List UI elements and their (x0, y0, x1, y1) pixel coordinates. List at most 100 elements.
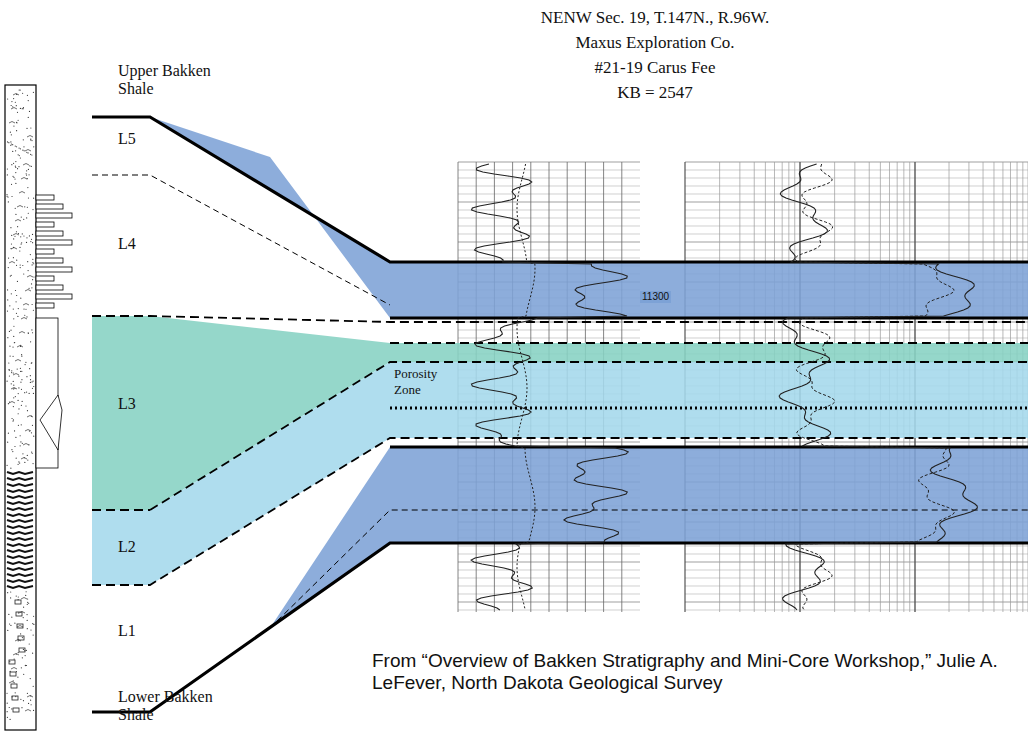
lamination (11, 668, 17, 670)
breccia-clast (13, 708, 19, 712)
stipple (22, 93, 23, 94)
stipple (9, 661, 10, 662)
stipple (21, 379, 22, 380)
stipple (23, 273, 24, 274)
stipple (13, 406, 14, 407)
interbed (36, 267, 72, 272)
stipple (31, 239, 32, 240)
lamination (13, 234, 19, 236)
stipple (26, 376, 27, 377)
stipple (8, 142, 9, 143)
stipple (18, 308, 19, 309)
stipple (18, 640, 19, 641)
stipple (7, 592, 8, 593)
stipple (23, 219, 24, 220)
stipple (25, 364, 26, 365)
lamination (23, 444, 29, 446)
stipple (12, 451, 13, 452)
stipple (10, 356, 11, 357)
stipple (33, 436, 34, 437)
stipple (24, 392, 25, 393)
stipple (11, 134, 12, 135)
stipple (33, 276, 34, 277)
stipple (29, 430, 30, 431)
stipple (23, 607, 24, 608)
stipple (10, 227, 11, 228)
stipple (7, 299, 8, 300)
stipple (13, 372, 14, 373)
stipple (10, 468, 11, 469)
stipple (21, 667, 22, 668)
stipple (21, 242, 22, 243)
stipple (31, 283, 32, 284)
breccia-clast (17, 624, 23, 628)
stipple (27, 187, 28, 188)
grid-line (685, 170, 1028, 171)
stipple (10, 275, 11, 276)
stipple (32, 463, 33, 464)
stipple (18, 376, 19, 377)
stipple (8, 614, 9, 615)
stipple (24, 315, 25, 316)
breccia-clast (9, 660, 15, 664)
stipple (23, 235, 24, 236)
stipple (7, 337, 8, 338)
stipple (20, 148, 21, 149)
stipple (26, 614, 27, 615)
stipple (25, 362, 26, 363)
grid-line (685, 194, 1028, 195)
stipple (6, 194, 7, 195)
log-curves (471, 164, 977, 610)
grid-line (685, 242, 1028, 243)
stipple (25, 655, 26, 656)
stipple (27, 207, 28, 208)
grid-line (685, 162, 1028, 163)
interbed (36, 276, 54, 281)
stipple (13, 385, 14, 386)
stipple (15, 172, 16, 173)
stipple (20, 89, 21, 90)
stipple (33, 146, 34, 147)
stipple (21, 354, 22, 355)
stipple (26, 391, 27, 392)
stipple (16, 130, 17, 131)
stipple (13, 397, 14, 398)
stipple (27, 95, 28, 96)
stipple (19, 462, 20, 463)
dark-lamination (7, 520, 33, 522)
column-outline (5, 85, 36, 730)
grid-line (685, 210, 1028, 211)
stipple (6, 381, 7, 382)
stipple (9, 331, 10, 332)
lamination (17, 346, 23, 348)
stipple (13, 326, 14, 327)
stipple (21, 216, 22, 217)
stipple (19, 89, 20, 90)
grid-line (685, 178, 1028, 179)
label: Maxus Exploration Co. (455, 33, 855, 53)
stipple (15, 396, 16, 397)
stipple (28, 703, 29, 704)
stipple (16, 122, 17, 123)
lamination (25, 290, 31, 292)
interbed (36, 285, 63, 290)
stipple (25, 595, 26, 596)
stipple (31, 140, 32, 141)
grid-line (685, 218, 1028, 219)
stipple (30, 341, 31, 342)
stipple (26, 175, 27, 176)
stipple (12, 421, 13, 422)
stipple (11, 617, 12, 618)
lamination (21, 598, 27, 600)
lower-shale-base-line (92, 543, 1028, 712)
stipple (13, 318, 14, 319)
stipple (25, 309, 26, 310)
stipple (33, 616, 34, 617)
stipple (30, 154, 31, 155)
stipple (7, 98, 8, 99)
stipple (15, 166, 16, 167)
grid-line (685, 442, 1028, 443)
stipple (13, 177, 14, 178)
stipple (19, 250, 20, 251)
stipple (15, 437, 16, 438)
